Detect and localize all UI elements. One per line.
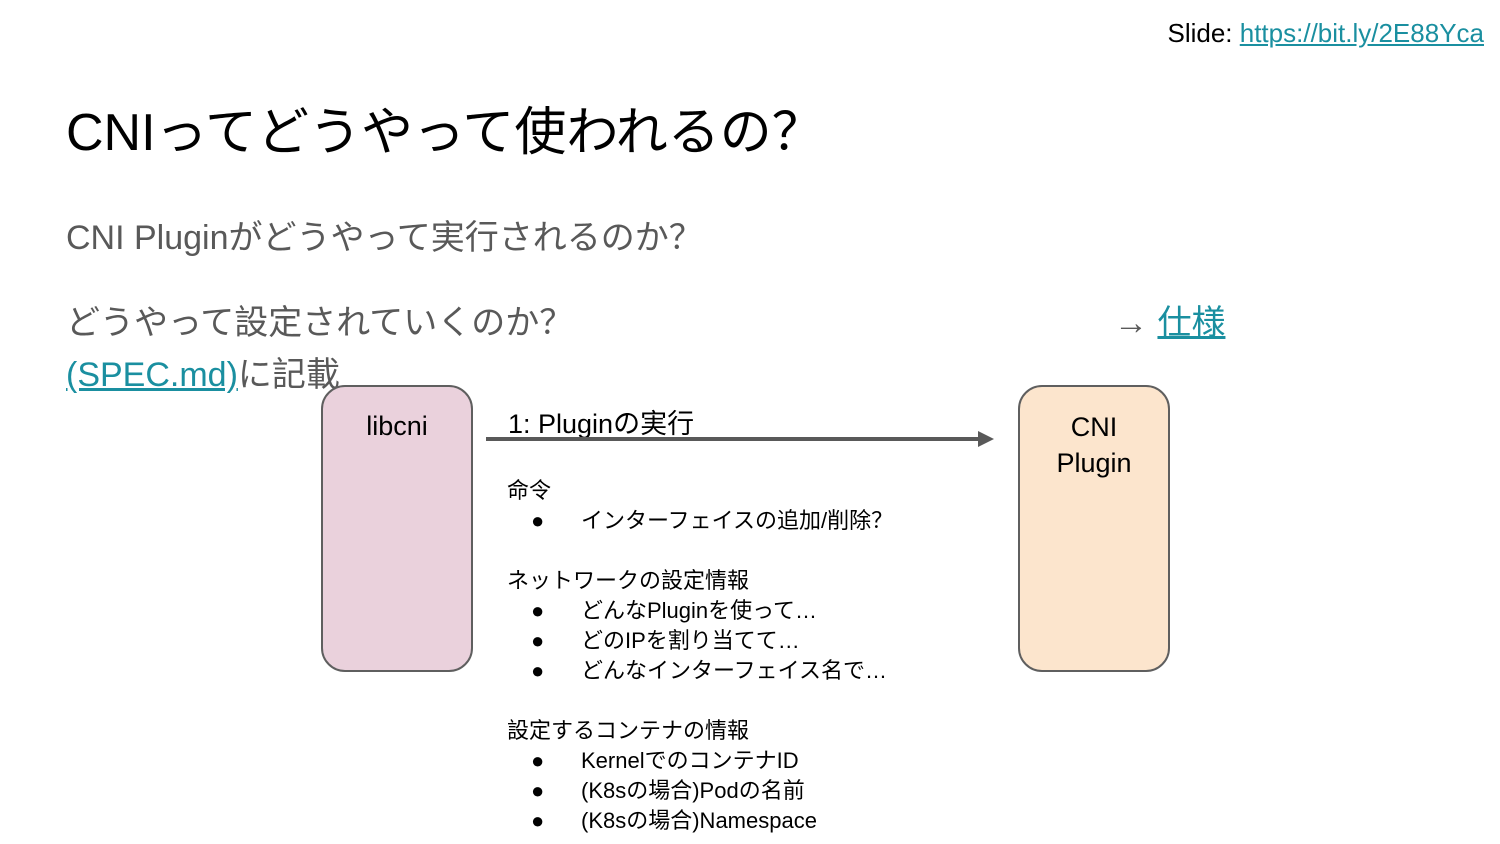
list-item: ● どんなPluginを使って… <box>507 596 893 626</box>
libcni-label: libcni <box>366 411 428 441</box>
cni-plugin-label-line2: Plugin <box>1056 448 1132 478</box>
bullet-icon: ● <box>531 778 545 803</box>
bullet-icon: ● <box>531 748 545 773</box>
list-item: ● インターフェイスの追加/削除？ <box>507 506 893 536</box>
section-heading-network-config: ネットワークの設定情報 <box>507 568 750 593</box>
bullet-icon: ● <box>531 658 545 683</box>
slide-link-prefix: Slide: <box>1167 18 1240 48</box>
list-item-text: どんなインターフェイス名で… <box>581 658 888 683</box>
list-item: ● (K8sの場合)Podの名前 <box>507 776 893 806</box>
libcni-box: libcni <box>321 385 473 672</box>
spec-file-link[interactable]: (SPEC.md) <box>66 356 238 394</box>
spec-line: (SPEC.md)に記載 <box>66 347 340 396</box>
list-item-text: どんなPluginを使って… <box>581 598 818 623</box>
bullet-icon: ● <box>531 508 545 533</box>
arrowhead-icon <box>978 431 994 447</box>
list-item: ● (K8sの場合)Namespace <box>507 806 893 836</box>
list-item: ● KernelでのコンテナID <box>507 746 893 776</box>
slide-url-link[interactable]: https://bit.ly/2E88Yca <box>1239 18 1484 48</box>
bullet-icon: ● <box>531 598 545 623</box>
subtitle-question-2: どうやって設定されていくのか？ <box>66 304 574 342</box>
list-item-text: (K8sの場合)Podの名前 <box>581 778 805 803</box>
section-heading-container-info: 設定するコンテナの情報 <box>507 718 750 743</box>
section-heading-command: 命令 <box>507 478 552 503</box>
list-item-text: インターフェイスの追加/削除？ <box>581 508 894 533</box>
bullet-icon: ● <box>531 628 545 653</box>
cni-plugin-label-line1: CNI <box>1070 412 1118 442</box>
bullet-icon: ● <box>531 808 545 833</box>
spec-link[interactable]: 仕様 <box>1157 304 1226 342</box>
list-item: ● どのIPを割り当てて… <box>507 626 893 656</box>
arrow-label: 1: Pluginの実行 <box>508 409 695 439</box>
spec-reference: → 仕様 <box>1114 295 1225 344</box>
slide-link-line: Slide: https://bit.ly/2E88Yca <box>1167 18 1484 49</box>
list-item: ● どんなインターフェイス名で… <box>507 656 893 686</box>
subtitle-question-1: CNI Pluginがどうやって実行されるのか？ <box>66 219 703 257</box>
cni-plugin-box: CNI Plugin <box>1018 385 1170 672</box>
list-item-text: どのIPを割り当てて… <box>581 628 800 653</box>
list-item-text: KernelでのコンテナID <box>581 748 799 773</box>
page-title: CNIってどうやって使われるの？ <box>66 104 824 162</box>
plugin-info-list: 命令 ● インターフェイスの追加/削除？ ネットワークの設定情報 ● どんなPlug… <box>507 476 893 836</box>
spec-suffix: に記載 <box>237 356 340 394</box>
right-arrow-icon: → <box>1114 304 1158 342</box>
list-item-text: (K8sの場合)Namespace <box>581 808 817 833</box>
